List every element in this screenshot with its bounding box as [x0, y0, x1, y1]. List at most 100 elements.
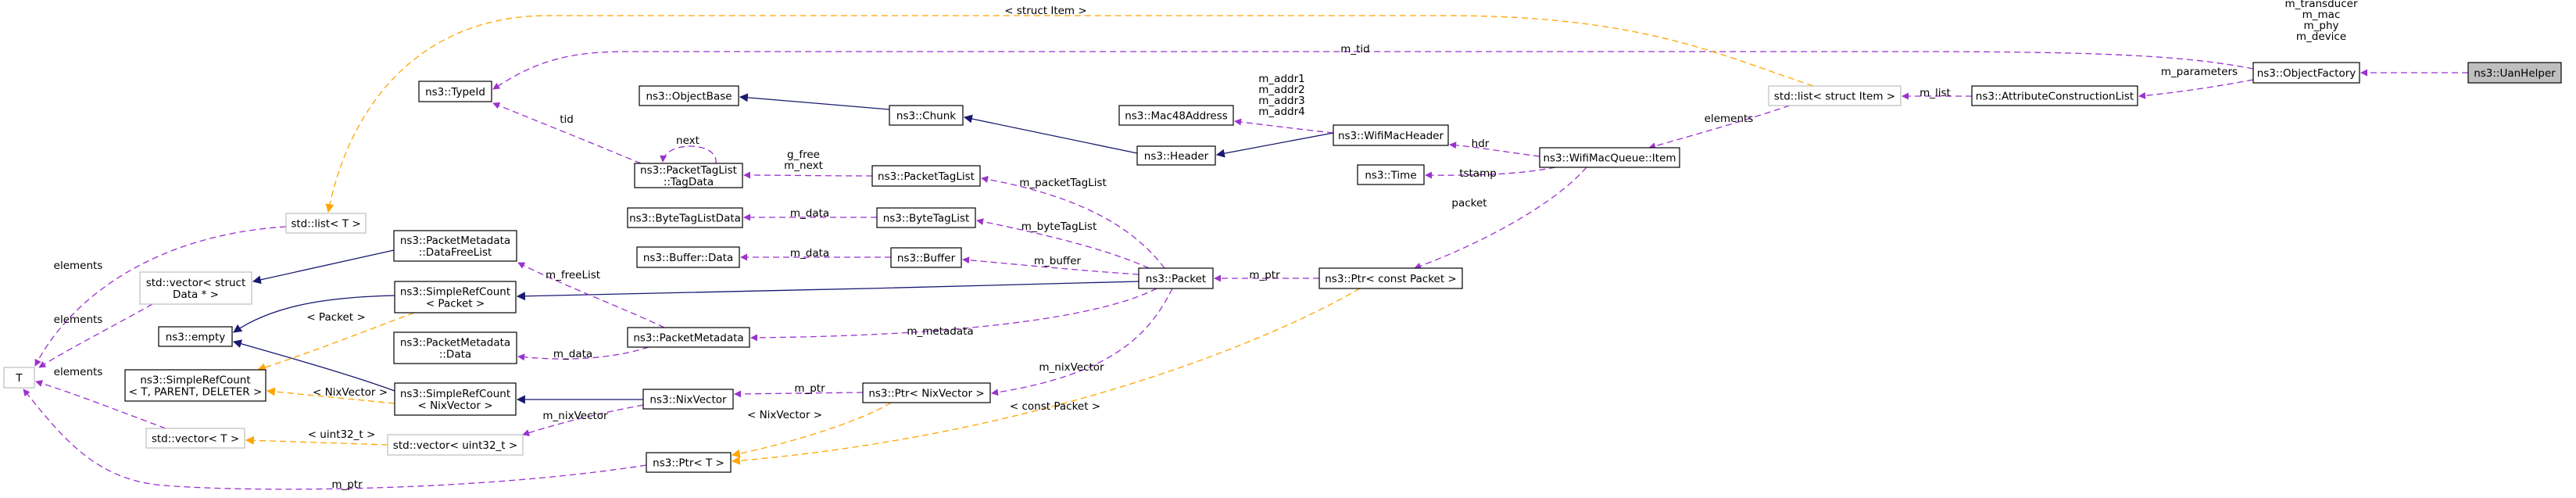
node-box [1971, 85, 2138, 106]
node-box [890, 247, 962, 268]
node-src-packet[interactable]: ns3::SimpleRefCount< Packet > [394, 281, 517, 313]
node-label: ns3::PacketMetadata::Data [400, 337, 510, 361]
edge-label: < NixVector > [747, 409, 822, 421]
node-box [636, 246, 740, 268]
node-label: ns3::WifiMacHeader [1338, 130, 1444, 142]
edge-label: < const Packet > [1010, 400, 1100, 413]
node-objectbase[interactable]: ns3::ObjectBase [639, 85, 739, 106]
node-pm-data[interactable]: ns3::PacketMetadata::Data [393, 331, 517, 364]
node-empty[interactable]: ns3::empty [158, 326, 233, 347]
node-std-vector-u32[interactable]: std::vector< uint32_t > [387, 434, 524, 456]
node-std-list-T[interactable]: std::list< T > [285, 213, 367, 234]
node-time[interactable]: ns3::Time [1357, 164, 1425, 185]
node-uanhelper[interactable]: ns3::UanHelper [2467, 62, 2562, 84]
edge-header-to-chunk [963, 114, 1138, 154]
node-box [871, 165, 981, 187]
node-buffer[interactable]: ns3::Buffer [890, 247, 962, 268]
node-label: T [15, 372, 23, 385]
edge-label: elements [54, 260, 103, 272]
node-attrlist[interactable]: ns3::AttributeConstructionList [1971, 85, 2138, 106]
edge-label: m_data [790, 247, 829, 260]
edge-label: m_ptr [331, 478, 363, 491]
node-label: ns3::AttributeConstructionList [1976, 91, 2134, 103]
node-ptr-nix[interactable]: ns3::Ptr< NixVector > [862, 382, 991, 403]
node-wifimacheader[interactable]: ns3::WifiMacHeader [1333, 124, 1449, 146]
edge-label: m_list [1919, 87, 1951, 99]
edge-packettaglist-to-tagdata [743, 171, 873, 179]
edge-label: hdr [1472, 138, 1490, 150]
edge-std_list_T-to-T [34, 226, 287, 367]
node-bytetaglist[interactable]: ns3::ByteTagList [876, 207, 976, 228]
node-T[interactable]: T [3, 367, 35, 389]
node-box [1333, 124, 1449, 146]
node-box [634, 163, 743, 188]
node-box [627, 327, 750, 348]
edge-label: m_nixVector [542, 410, 608, 422]
node-ptr-T[interactable]: ns3::Ptr< T > [646, 452, 732, 473]
node-box [124, 369, 267, 402]
node-box [889, 105, 964, 126]
node-box [1138, 267, 1214, 289]
node-chunk[interactable]: ns3::Chunk [889, 105, 964, 126]
node-box [876, 207, 976, 228]
edge-label: elements [54, 366, 103, 378]
edge-ptr_nix-to-ptr_T [731, 402, 892, 458]
node-nixvector[interactable]: ns3::NixVector [642, 389, 734, 410]
node-box [862, 382, 991, 403]
edge-label: m_packetTagList [1019, 177, 1107, 189]
node-pmeta[interactable]: ns3::PacketMetadata [627, 327, 750, 348]
node-mac48[interactable]: ns3::Mac48Address [1118, 105, 1234, 126]
edge-label: m_ptr [1249, 269, 1280, 281]
node-bufdata[interactable]: ns3::Buffer::Data [636, 246, 740, 268]
edge-label: m_tid [1340, 43, 1370, 56]
node-objfactory[interactable]: ns3::ObjectFactory [2252, 62, 2360, 84]
edge-wifimacheader-to-header [1215, 132, 1334, 158]
node-label: ns3::Buffer [897, 253, 956, 265]
node-src-nix[interactable]: ns3::SimpleRefCount< NixVector > [394, 382, 517, 416]
node-datafreelist[interactable]: ns3::PacketMetadata::DataFreeList [393, 230, 517, 262]
node-header[interactable]: ns3::Header [1136, 145, 1216, 166]
edge-std_list_item-to-wmq_item [1648, 105, 1791, 150]
node-label: ns3::Header [1144, 150, 1209, 163]
node-label: ns3::Mac48Address [1125, 110, 1228, 123]
node-ptr-cpacket[interactable]: ns3::Ptr< const Packet > [1318, 267, 1463, 289]
node-label: ns3::Packet [1146, 273, 1206, 285]
node-src-tpd[interactable]: ns3::SimpleRefCount< T, PARENT, DELETER … [124, 369, 267, 402]
edge-chunk-to-objectbase [739, 93, 890, 110]
node-box [393, 331, 517, 364]
node-box [1318, 267, 1463, 289]
node-std-list-item[interactable]: std::list< struct Item > [1768, 85, 1902, 106]
node-label: ns3::SimpleRefCount< NixVector > [400, 388, 510, 412]
edge-nixvector-to-std_vector_u32 [522, 404, 644, 436]
edge-std_vector_data-to-T [38, 303, 153, 368]
node-packet[interactable]: ns3::Packet [1138, 267, 1214, 289]
edge-src_nix-to-empty [232, 339, 395, 392]
node-label: ns3::WifiMacQueue::Item [1543, 152, 1676, 165]
node-box [1357, 164, 1425, 185]
node-wmq-item[interactable]: ns3::WifiMacQueue::Item [1539, 147, 1680, 168]
edge-datafreelist-to-std_vector_data [252, 249, 395, 285]
node-typeid[interactable]: ns3::TypeId [418, 81, 492, 102]
node-box [2252, 62, 2360, 84]
node-tagdata[interactable]: ns3::PacketTagList::TagData [634, 163, 743, 188]
node-btldata[interactable]: ns3::ByteTagListData [627, 207, 743, 228]
edge-src_packet-to-empty [233, 295, 395, 333]
node-label: ns3::ByteTagList [883, 213, 970, 225]
node-box [418, 81, 492, 102]
node-std-vector-T[interactable]: std::vector< T > [145, 428, 245, 449]
edge-wmq_item-to-ptr_cpacket [1414, 167, 1587, 270]
node-packettaglist[interactable]: ns3::PacketTagList [871, 165, 981, 187]
node-box [1118, 105, 1234, 126]
node-label: ns3::SimpleRefCount< Packet > [400, 286, 510, 310]
edge-objfactory-to-typeid [492, 51, 2254, 90]
edge-label: m_data [553, 348, 592, 360]
edge-packet-to-ptr_nix [991, 288, 1173, 396]
node-label: ns3::empty [166, 331, 226, 344]
edge-tagdata-to-typeid [492, 102, 642, 164]
